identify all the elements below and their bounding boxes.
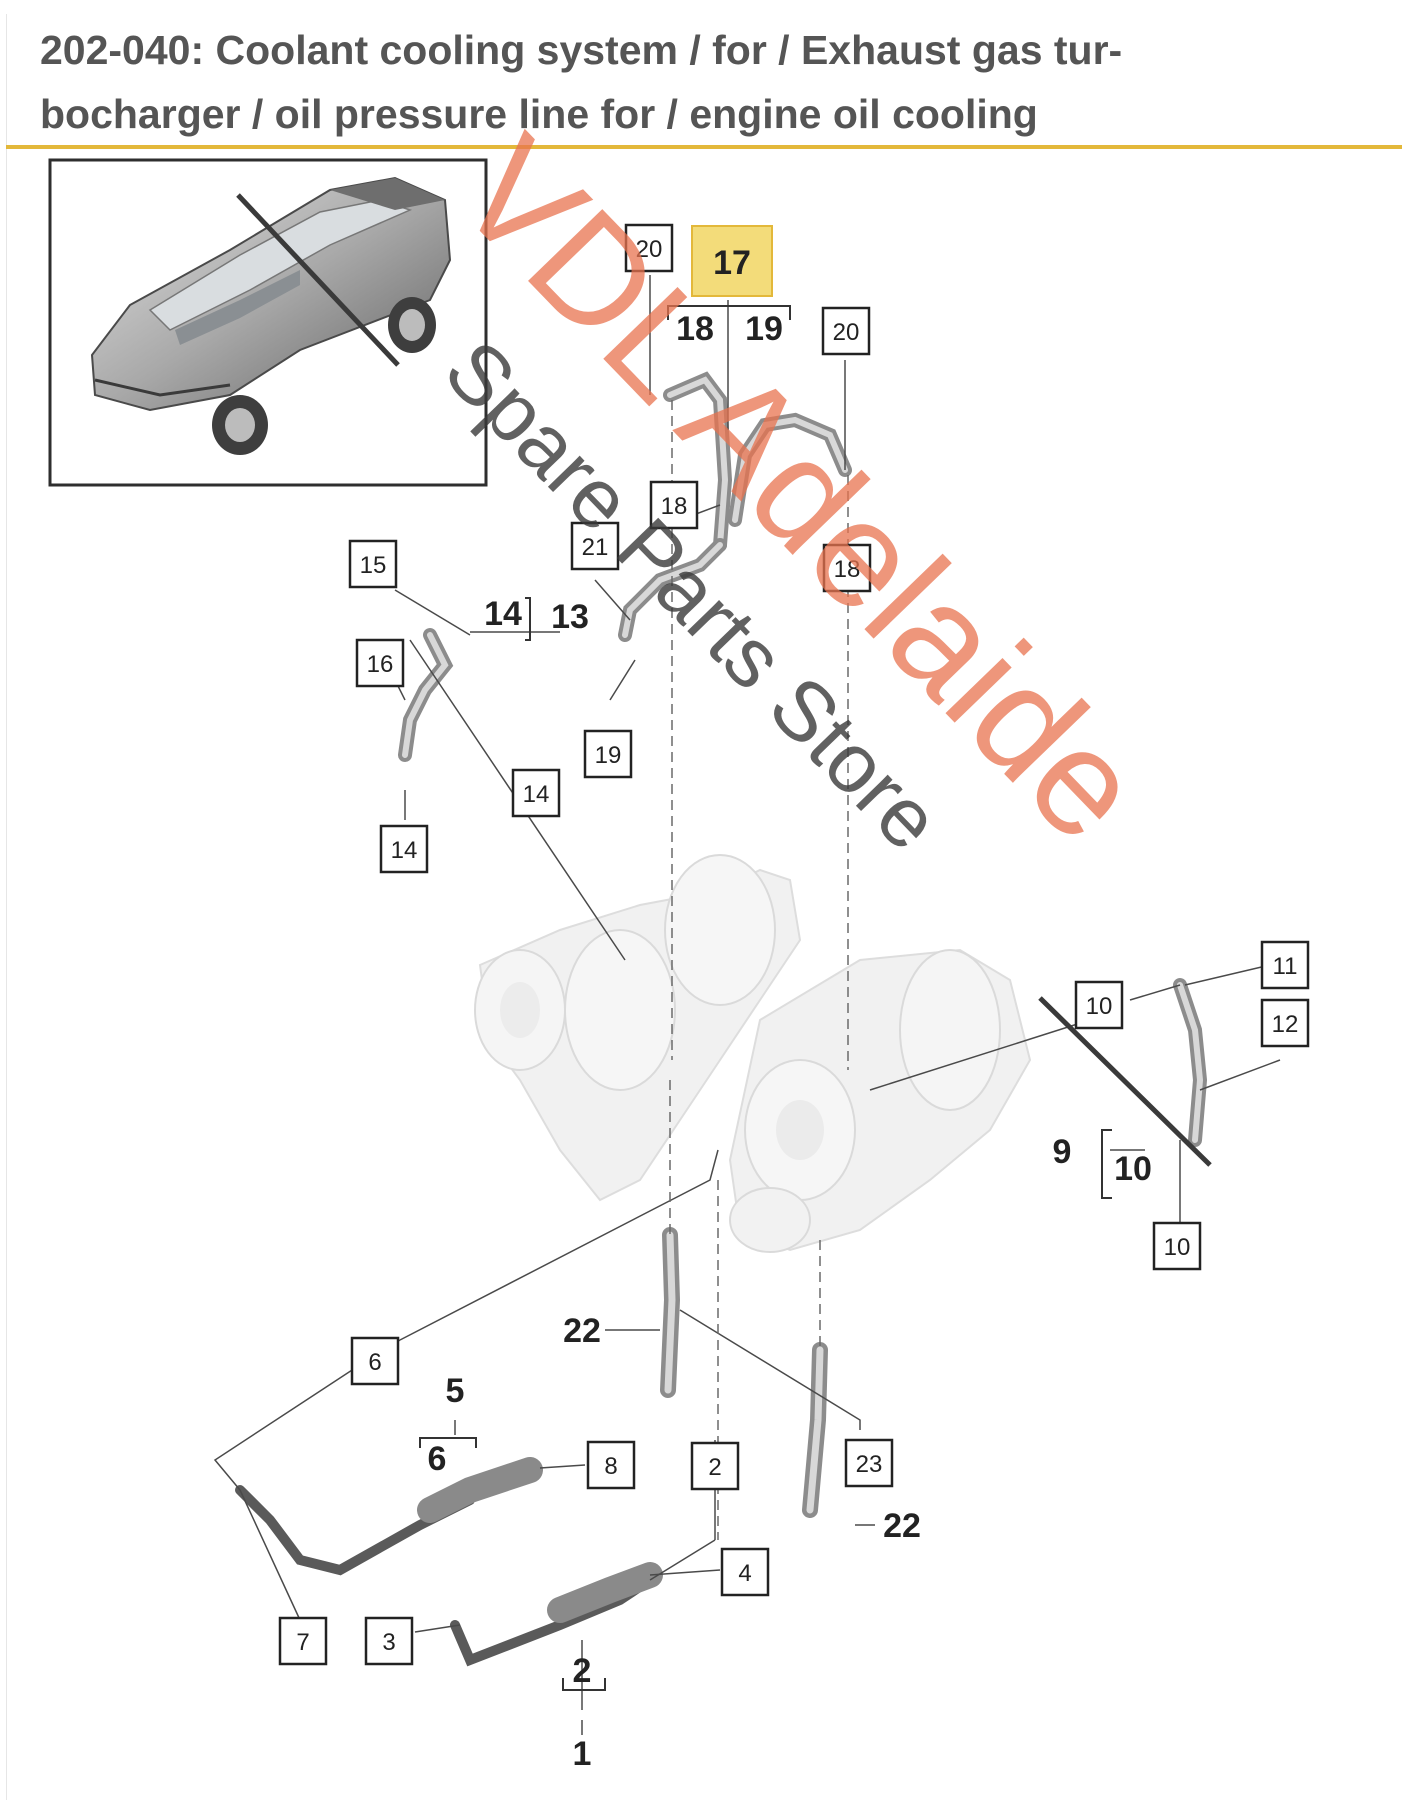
svg-text:19: 19 [595, 742, 622, 769]
svg-text:3: 3 [382, 1629, 395, 1656]
title-divider [6, 145, 1402, 149]
svg-text:7: 7 [296, 1629, 309, 1656]
svg-text:18: 18 [834, 556, 861, 583]
callout-1-bold: 1 [573, 1735, 592, 1773]
callout-6-bold: 6 [428, 1440, 447, 1478]
callout-18-bold: 18 [676, 310, 714, 348]
callout-10-lower: 10 [1152, 1221, 1202, 1271]
page-title-line-2: bocharger / oil pressure line for / engi… [40, 91, 1038, 137]
svg-text:10: 10 [1086, 993, 1113, 1020]
callout-12: 12 [1260, 998, 1310, 1048]
svg-text:15: 15 [360, 552, 387, 579]
svg-text:16: 16 [367, 651, 394, 678]
callout-11: 11 [1260, 940, 1310, 990]
callout-13-bold: 13 [551, 598, 589, 636]
svg-text:12: 12 [1272, 1011, 1299, 1038]
svg-text:6: 6 [368, 1349, 381, 1376]
page-border [6, 14, 1399, 1800]
svg-text:17: 17 [713, 244, 751, 282]
svg-text:20: 20 [636, 236, 663, 263]
svg-text:21: 21 [582, 534, 609, 561]
callout-2-bold: 2 [573, 1652, 592, 1690]
svg-text:23: 23 [856, 1451, 883, 1478]
callout-4: 4 [720, 1547, 770, 1597]
svg-text:2: 2 [708, 1454, 721, 1481]
callout-9-bold: 9 [1053, 1133, 1072, 1171]
callout-22-lower-bold: 22 [883, 1507, 921, 1545]
page-title-line-1: 202-040: Coolant cooling system / for / … [40, 27, 1123, 73]
callout-18-left: 18 [649, 480, 699, 530]
callout-15: 15 [348, 539, 398, 589]
page-title: 202-040: Coolant cooling system / for / … [40, 18, 1380, 146]
svg-text:20: 20 [833, 319, 860, 346]
callout-18-right: 18 [822, 543, 872, 593]
callout-19-bold: 19 [745, 310, 783, 348]
callout-17-highlighted: 17 [691, 225, 773, 297]
svg-text:14: 14 [391, 837, 418, 864]
callout-21: 21 [570, 521, 620, 571]
callout-22-upper-bold: 22 [563, 1312, 601, 1350]
callout-2-mid: 2 [690, 1441, 740, 1491]
turbocharger-assembly [474, 854, 1032, 1253]
watermark-strokes [236, 193, 1212, 1167]
vehicle-thumbnail [48, 158, 488, 487]
callout-boxes: 20 20 18 18 21 15 16 19 14 14 11 10 12 1… [278, 223, 1310, 1666]
svg-text:10: 10 [1164, 1234, 1191, 1261]
callout-19-mid: 19 [583, 729, 633, 779]
svg-text:14: 14 [523, 781, 550, 808]
callout-20-top: 20 [624, 223, 674, 273]
svg-text:11: 11 [1273, 953, 1298, 980]
callout-14-bold: 14 [484, 595, 522, 633]
callout-14-low: 14 [379, 824, 429, 874]
callout-5-bold: 5 [446, 1372, 465, 1410]
callout-6-upper: 6 [350, 1336, 400, 1386]
callout-16: 16 [355, 638, 405, 688]
callout-8: 8 [586, 1440, 636, 1490]
bold-callouts: 18 19 14 13 9 10 22 5 6 22 2 1 [419, 305, 1152, 1773]
callout-23: 23 [844, 1438, 894, 1488]
callout-3: 3 [364, 1616, 414, 1666]
callout-7: 7 [278, 1616, 328, 1666]
callout-10-bold: 10 [1114, 1150, 1152, 1188]
callout-20-right: 20 [821, 306, 871, 356]
callout-14-mid: 14 [511, 768, 561, 818]
svg-text:18: 18 [661, 493, 688, 520]
callout-10-upper: 10 [1074, 980, 1124, 1030]
svg-text:4: 4 [738, 1560, 751, 1587]
svg-text:8: 8 [604, 1453, 617, 1480]
